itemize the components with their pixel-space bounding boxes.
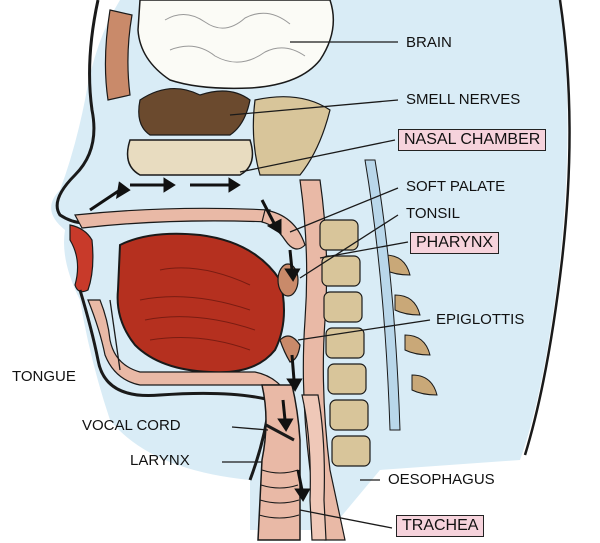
label-vocal-cord: VOCAL CORD (82, 417, 181, 435)
label-tonsil: TONSIL (406, 205, 460, 223)
label-oesophagus: OESOPHAGUS (388, 471, 495, 489)
label-epiglottis: EPIGLOTTIS (436, 311, 524, 329)
label-tongue: TONGUE (12, 368, 76, 386)
label-larynx: LARYNX (130, 452, 190, 470)
label-pharynx: PHARYNX (410, 232, 499, 254)
frontal-bone (105, 10, 132, 100)
smell-nerves-shape (139, 89, 250, 135)
label-brain: BRAIN (406, 34, 452, 52)
label-smell-nerves: SMELL NERVES (406, 91, 520, 109)
label-nasal-chamber: NASAL CHAMBER (398, 129, 546, 151)
label-soft-palate: SOFT PALATE (406, 178, 505, 196)
nasal-turbinate (128, 140, 253, 175)
label-trachea: TRACHEA (396, 515, 484, 537)
